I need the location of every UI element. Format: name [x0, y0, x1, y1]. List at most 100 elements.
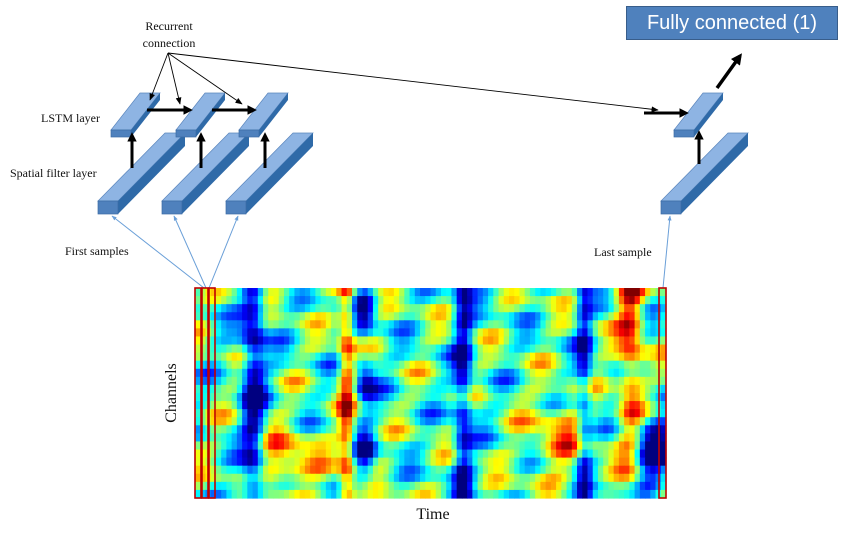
- heatmap-cell: [231, 449, 238, 459]
- heatmap-cell: [404, 489, 411, 499]
- heatmap-cell: [289, 312, 296, 321]
- heatmap-cell: [268, 336, 275, 346]
- heatmap-cell: [372, 401, 379, 410]
- heatmap-cell: [603, 489, 610, 499]
- heatmap-cell: [482, 489, 489, 499]
- heatmap-cell: [414, 384, 421, 394]
- heatmap-cell: [273, 425, 280, 434]
- heatmap-cell: [430, 384, 437, 394]
- heatmap-cell: [503, 320, 510, 329]
- heatmap-cell: [529, 393, 536, 402]
- heatmap-cell: [404, 336, 411, 346]
- heatmap-cell: [435, 465, 442, 475]
- heatmap-cell: [451, 433, 458, 443]
- heatmap-cell: [514, 425, 521, 434]
- heatmap-cell: [226, 449, 233, 459]
- heatmap-cell: [514, 457, 521, 467]
- heatmap-cell: [210, 473, 217, 483]
- heatmap-cell: [226, 481, 233, 491]
- heatmap-cell: [488, 441, 494, 451]
- heatmap-cell: [587, 320, 594, 329]
- heatmap-cell: [435, 401, 442, 410]
- heatmap-cell: [624, 304, 630, 313]
- heatmap-cell: [331, 304, 337, 313]
- heatmap-cell: [210, 401, 217, 410]
- heatmap-cell: [200, 376, 207, 386]
- heatmap-cell: [608, 425, 615, 434]
- heatmap-cell: [550, 328, 557, 338]
- heatmap-cell: [529, 449, 536, 459]
- heatmap-cell: [488, 384, 494, 394]
- heatmap-cell: [357, 425, 364, 434]
- heatmap-cell: [430, 481, 437, 491]
- heatmap-cell: [514, 288, 521, 297]
- heatmap-cell: [346, 433, 353, 443]
- heatmap-cell: [325, 417, 332, 426]
- eeg-heatmap: [195, 288, 667, 499]
- heatmap-cell: [236, 336, 243, 346]
- heatmap-cell: [587, 384, 594, 394]
- heatmap-cell: [357, 409, 364, 418]
- heatmap-cell: [529, 489, 536, 499]
- heatmap-cell: [399, 401, 405, 410]
- heatmap-cell: [650, 320, 657, 329]
- heatmap-cell: [383, 360, 390, 370]
- heatmap-cell: [278, 425, 285, 434]
- heatmap-cell: [456, 344, 463, 354]
- heatmap-cell: [315, 473, 322, 483]
- heatmap-cell: [221, 360, 227, 370]
- heatmap-cell: [210, 409, 217, 418]
- heatmap-cell: [566, 384, 573, 394]
- heatmap-cell: [372, 368, 379, 378]
- heatmap-cell: [645, 489, 651, 499]
- heatmap-cell: [367, 336, 374, 346]
- heatmap-cell: [283, 489, 290, 499]
- heatmap-cell: [592, 384, 599, 394]
- heatmap-cell: [236, 288, 243, 297]
- heatmap-cell: [195, 376, 201, 386]
- heatmap-cell: [524, 489, 531, 499]
- heatmap-cell: [278, 409, 285, 418]
- heatmap-cell: [268, 473, 275, 483]
- heatmap-cell: [587, 352, 594, 362]
- heatmap-cell: [304, 312, 311, 321]
- heatmap-cell: [304, 344, 311, 354]
- heatmap-cell: [320, 296, 327, 305]
- heatmap-cell: [420, 376, 426, 386]
- heatmap-cell: [556, 336, 562, 346]
- heatmap-cell: [561, 352, 568, 362]
- heatmap-cell: [414, 409, 421, 418]
- heatmap-cell: [435, 288, 442, 297]
- heatmap-cell: [561, 393, 568, 402]
- heatmap-cell: [430, 433, 437, 443]
- heatmap-cell: [372, 320, 379, 329]
- heatmap-cell: [597, 465, 604, 475]
- heatmap-cell: [550, 489, 557, 499]
- heatmap-cell: [346, 296, 353, 305]
- heatmap-cell: [236, 393, 243, 402]
- heatmap-cell: [477, 288, 484, 297]
- heatmap-cell: [346, 401, 353, 410]
- heatmap-cell: [315, 328, 322, 338]
- heatmap-cell: [310, 344, 316, 354]
- heatmap-cell: [603, 473, 610, 483]
- heatmap-cell: [582, 344, 589, 354]
- heatmap-cell: [195, 457, 201, 467]
- heatmap-cell: [388, 433, 395, 443]
- heatmap-cell: [509, 449, 515, 459]
- heatmap-cell: [289, 465, 296, 475]
- heatmap-cell: [195, 384, 201, 394]
- heatmap-cell: [325, 336, 332, 346]
- heatmap-cell: [566, 441, 573, 451]
- heatmap-cell: [545, 304, 552, 313]
- heatmap-cell: [571, 288, 578, 297]
- heatmap-cell: [268, 352, 275, 362]
- heatmap-cell: [257, 368, 264, 378]
- heatmap-cell: [440, 304, 447, 313]
- heatmap-cell: [331, 376, 337, 386]
- heatmap-cell: [629, 328, 636, 338]
- heatmap-cell: [577, 352, 583, 362]
- heatmap-cell: [404, 473, 411, 483]
- heatmap-cell: [618, 417, 625, 426]
- heatmap-cell: [414, 320, 421, 329]
